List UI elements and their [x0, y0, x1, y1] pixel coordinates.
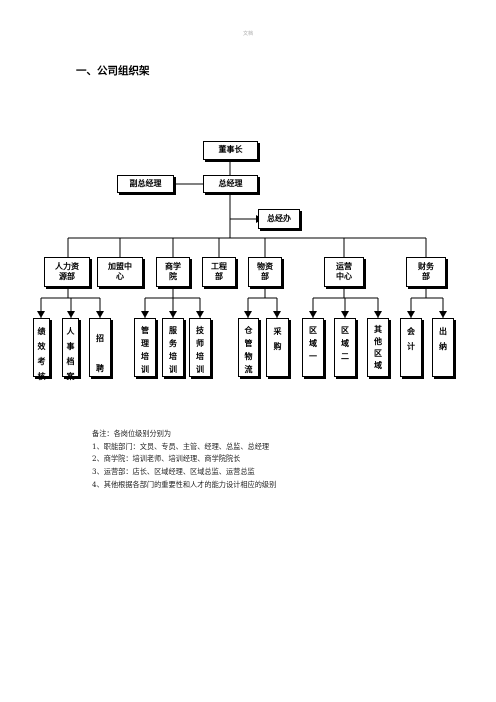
dept-operations: 运营中心 [324, 257, 364, 287]
dept-academy-label-2: 院 [169, 272, 177, 281]
dept-academy-label-1: 商学 [165, 261, 181, 271]
dept-finance-label-2: 部 [422, 272, 430, 281]
unit-management-training: 管理培训 [134, 318, 156, 377]
note-line: 备注：各岗位级别分别为 [92, 429, 172, 438]
deputy-gm-box: 副总经理 [117, 175, 174, 193]
unit-region-one-label: 区域一 [309, 326, 317, 361]
dept-materials-label-1: 物资 [257, 261, 273, 271]
unit-region-one: 区域一 [302, 318, 324, 377]
dept-franchise: 加盟中心 [97, 257, 143, 287]
dept-hr-label-2: 源部 [59, 272, 75, 281]
unit-procurement-label: 采购 [273, 327, 282, 351]
dept-operations-label-2: 中心 [336, 272, 352, 281]
unit-other-regions-label: 其他区域 [374, 325, 382, 370]
unit-technician-training: 技师培训 [189, 318, 211, 377]
dept-franchise-label-1: 加盟中 [108, 261, 132, 271]
dept-finance: 财务部 [406, 257, 446, 287]
unit-personnel-files: 人事档案 [62, 318, 79, 381]
unit-cashier: 出纳 [432, 318, 454, 377]
unit-warehouse-logistics-label: 仓管物流 [244, 326, 253, 374]
dept-franchise-label-2: 心 [116, 272, 124, 281]
unit-accounting: 会计 [400, 318, 422, 377]
section-heading: 一、公司组织架 [76, 65, 150, 77]
unit-service-training-label: 服务培训 [169, 326, 177, 374]
gm-label: 总经理 [218, 178, 243, 188]
unit-procurement: 采购 [266, 318, 289, 377]
dept-finance-label-1: 财务 [418, 261, 434, 271]
dept-materials-label-2: 部 [261, 272, 269, 281]
unit-management-training-label: 管理培训 [141, 326, 149, 374]
unit-warehouse-logistics: 仓管物流 [238, 318, 259, 377]
unit-service-training: 服务培训 [162, 318, 184, 377]
dept-engineering: 工程部 [202, 257, 236, 287]
unit-recruiting: 招聘 [89, 318, 111, 377]
gm-office-box: 总经办 [258, 209, 300, 229]
unit-accounting-label: 会计 [407, 327, 415, 351]
unit-other-regions: 其他区域 [367, 318, 389, 377]
unit-performance: 绩效考核 [33, 318, 50, 381]
dept-operations-label-1: 运营 [336, 261, 352, 271]
note-line: 1、职能部门：文员、专员、主管、经理、总监、总经理 [92, 441, 270, 451]
note-line: 3、运营部：店长、区域经理、区域总监、运营总监 [92, 467, 255, 477]
chairman-box: 董事长 [203, 141, 258, 160]
gm-office-label: 总经办 [267, 213, 291, 223]
dept-engineering-label-1: 工程 [211, 261, 227, 271]
gm-box: 总经理 [203, 175, 258, 193]
dept-academy: 商学院 [156, 257, 190, 287]
unit-region-two: 区域二 [334, 318, 356, 377]
unit-technician-training-label: 技师培训 [196, 326, 204, 374]
chairman-label: 董事长 [218, 145, 243, 155]
note-line: 4、其他根据各部门的重要性和人才的能力设计相应的级别 [92, 479, 277, 489]
unit-personnel-files-label: 人事档案 [66, 327, 75, 381]
unit-cashier-label: 出纳 [439, 327, 447, 351]
page-watermark: 文档 [242, 31, 253, 37]
unit-region-two-label: 区域二 [341, 326, 349, 361]
dept-hr-label-1: 人力资 [55, 261, 79, 271]
deputy-gm-label: 副总经理 [129, 178, 162, 188]
dept-materials: 物资部 [248, 257, 282, 287]
dept-hr: 人力资源部 [44, 257, 90, 287]
unit-performance-label: 绩效考核 [37, 327, 46, 381]
unit-recruiting-label: 招聘 [96, 334, 104, 373]
note-line: 2、商学院：培训老师、培训经理、商学院院长 [92, 454, 241, 464]
notes-block: 备注：各岗位级别分别为 1、职能部门：文员、专员、主管、经理、总监、总经理 2、… [92, 428, 276, 492]
dept-engineering-label-2: 部 [215, 272, 223, 281]
